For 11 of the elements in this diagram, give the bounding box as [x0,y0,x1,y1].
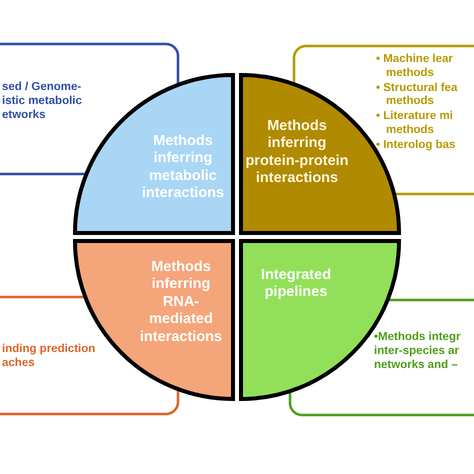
panel-text: •Methods integr inter-species ar networks and – [374,331,462,372]
quadrant-label: Methods inferring metabolic interactions [140,133,226,203]
quadrant-label: Integrated pipelines [260,267,332,302]
panel-text: inding prediction aches [2,343,96,371]
panel-text: sed / Genome- istic metabolic etworks [2,81,83,122]
quadrant-label: Methods inferring RNA-mediated interactions [138,259,224,346]
bullet-text: • Literature mi methods [376,110,454,138]
quadrant-label: Methods inferring protein-protein interactions [244,118,350,188]
bullet-text: • Structural fea methods [376,82,458,110]
bullet-text: • Machine lear methods [376,53,454,81]
bullet-text: • Interolog bas [376,138,456,153]
